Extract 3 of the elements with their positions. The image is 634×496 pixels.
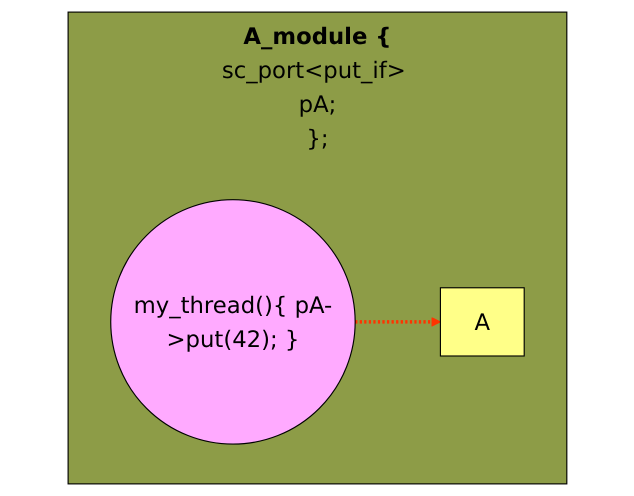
arrow: [354, 316, 440, 327]
node-box: [439, 287, 524, 357]
node-circle: [110, 199, 356, 445]
